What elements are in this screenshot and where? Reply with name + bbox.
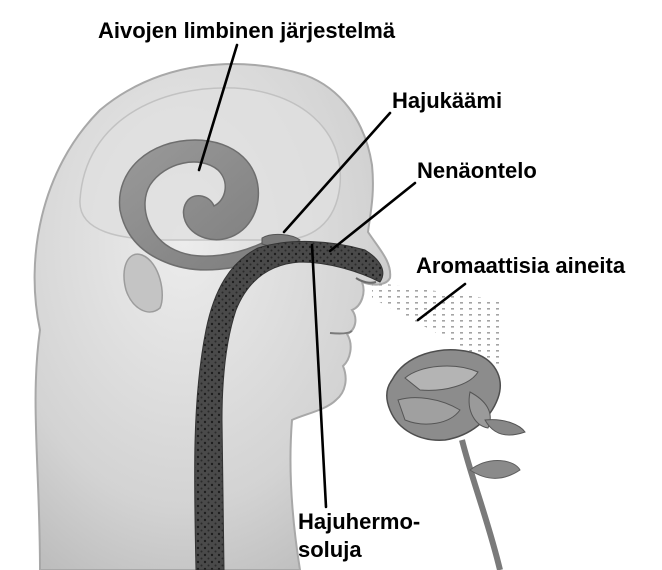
rose-leaf	[470, 461, 520, 479]
label-olfactory-neurons-line2: soluja	[298, 536, 420, 564]
label-olfactory-neurons-line1: Hajuhermo-	[298, 508, 420, 536]
rose-stem	[462, 440, 500, 570]
label-nasal-cavity: Nenäontelo	[417, 160, 537, 182]
label-aromatics: Aromaattisia aineita	[416, 255, 625, 277]
label-limbic-system: Aivojen limbinen järjestelmä	[98, 20, 395, 42]
label-olfactory-neurons: Hajuhermo- soluja	[298, 508, 420, 564]
label-olfactory-bulb: Hajukäämi	[392, 90, 502, 112]
